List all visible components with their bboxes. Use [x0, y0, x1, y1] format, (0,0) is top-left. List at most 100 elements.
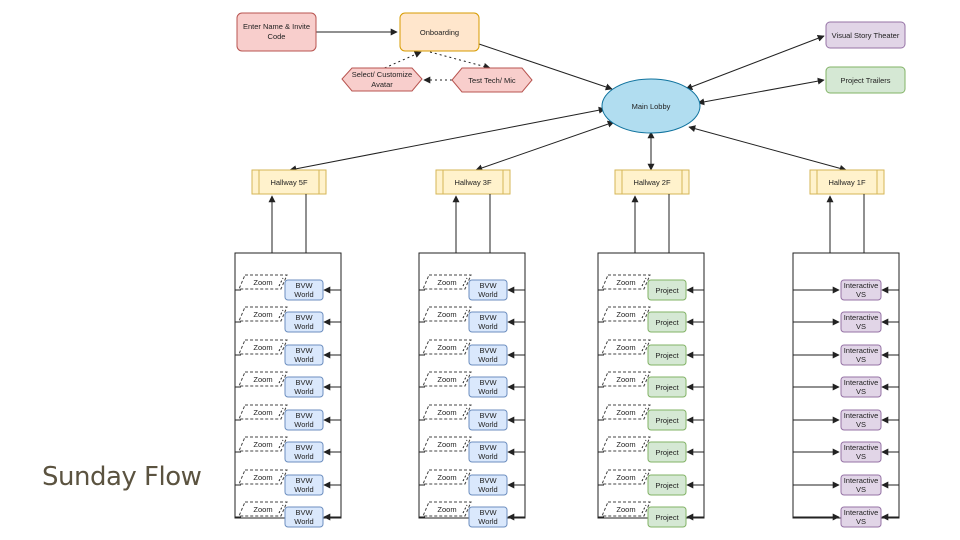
- room-label: World: [478, 517, 497, 526]
- node-visual-story-theater-label: Visual Story Theater: [832, 31, 900, 40]
- zoom-link-line: [278, 342, 284, 352]
- room-label: VS: [856, 485, 866, 494]
- room-label: World: [478, 387, 497, 396]
- room-label: Interactive: [844, 313, 879, 322]
- room-label: BVW: [295, 313, 313, 322]
- zoom-node: Zoom: [422, 501, 472, 517]
- zoom-node: Zoom: [601, 404, 651, 420]
- room-label: BVW: [479, 508, 497, 517]
- zoom-node: Zoom: [422, 404, 472, 420]
- room-label: World: [294, 387, 313, 396]
- hallway-box: Hallway 3F: [435, 169, 511, 195]
- zoom-node: Zoom: [238, 404, 288, 420]
- zoom-link-line: [278, 407, 284, 417]
- room-label: World: [478, 420, 497, 429]
- node-visual-story-theater: Visual Story Theater: [825, 21, 906, 49]
- zoom-node: Zoom: [238, 469, 288, 485]
- edge-lobby-trailers: [697, 77, 825, 106]
- zoom-label: Zoom: [437, 310, 456, 319]
- room-label: World: [478, 485, 497, 494]
- edge-lobby-hall5: [289, 106, 606, 173]
- zoom-link-line: [641, 439, 647, 449]
- room-box: Project: [647, 311, 687, 333]
- hallway-box: Hallway 5F: [251, 169, 327, 195]
- room-label: BVW: [295, 346, 313, 355]
- zoom-node: Zoom: [422, 371, 472, 387]
- room-label: BVW: [295, 411, 313, 420]
- slide-title: Sunday Flow: [42, 462, 202, 492]
- zoom-link-line: [641, 309, 647, 319]
- zoom-link-line: [462, 277, 468, 287]
- zoom-link-line: [462, 407, 468, 417]
- room-box: Project: [647, 441, 687, 463]
- room-label: Interactive: [844, 411, 879, 420]
- zoom-label: Zoom: [437, 473, 456, 482]
- node-avatar-line-1: Select/ Customize: [352, 70, 412, 79]
- node-project-trailers-label: Project Trailers: [840, 76, 890, 85]
- room-label: World: [294, 485, 313, 494]
- room-label: World: [478, 322, 497, 331]
- edge-avatar-to-onboarding: [379, 51, 422, 71]
- room-label: BVW: [479, 313, 497, 322]
- room-label: Interactive: [844, 281, 879, 290]
- zoom-label: Zoom: [253, 375, 272, 384]
- room-box: Project: [647, 376, 687, 398]
- node-test-tech: Test Tech/ Mic: [451, 67, 533, 93]
- room-label: BVW: [479, 411, 497, 420]
- room-box: Project: [647, 279, 687, 301]
- zoom-node: Zoom: [238, 274, 288, 290]
- room-box: Project: [647, 474, 687, 496]
- zoom-node: Zoom: [601, 469, 651, 485]
- zoom-label: Zoom: [616, 440, 635, 449]
- zoom-label: Zoom: [253, 343, 272, 352]
- room-box: Project: [647, 409, 687, 431]
- hallway-label: Hallway 1F: [828, 178, 866, 187]
- zoom-label: Zoom: [437, 278, 456, 287]
- room-label: BVW: [479, 346, 497, 355]
- room-label: VS: [856, 355, 866, 364]
- room-label: Interactive: [844, 378, 879, 387]
- hallway-label: Hallway 5F: [270, 178, 308, 187]
- room-label: Project: [655, 286, 679, 295]
- zoom-link-line: [462, 504, 468, 514]
- zoom-node: Zoom: [422, 339, 472, 355]
- zoom-node: Zoom: [422, 306, 472, 322]
- room-label: Interactive: [844, 346, 879, 355]
- zoom-label: Zoom: [437, 343, 456, 352]
- node-main-lobby: Main Lobby: [601, 78, 701, 134]
- room-box: Project: [647, 344, 687, 366]
- zoom-label: Zoom: [616, 473, 635, 482]
- room-label: World: [294, 290, 313, 299]
- room-label: BVW: [295, 443, 313, 452]
- zoom-label: Zoom: [253, 505, 272, 514]
- zoom-node: Zoom: [238, 306, 288, 322]
- hallway-box: Hallway 1F: [809, 169, 885, 195]
- zoom-label: Zoom: [253, 408, 272, 417]
- zoom-link-line: [462, 439, 468, 449]
- room-label: World: [294, 517, 313, 526]
